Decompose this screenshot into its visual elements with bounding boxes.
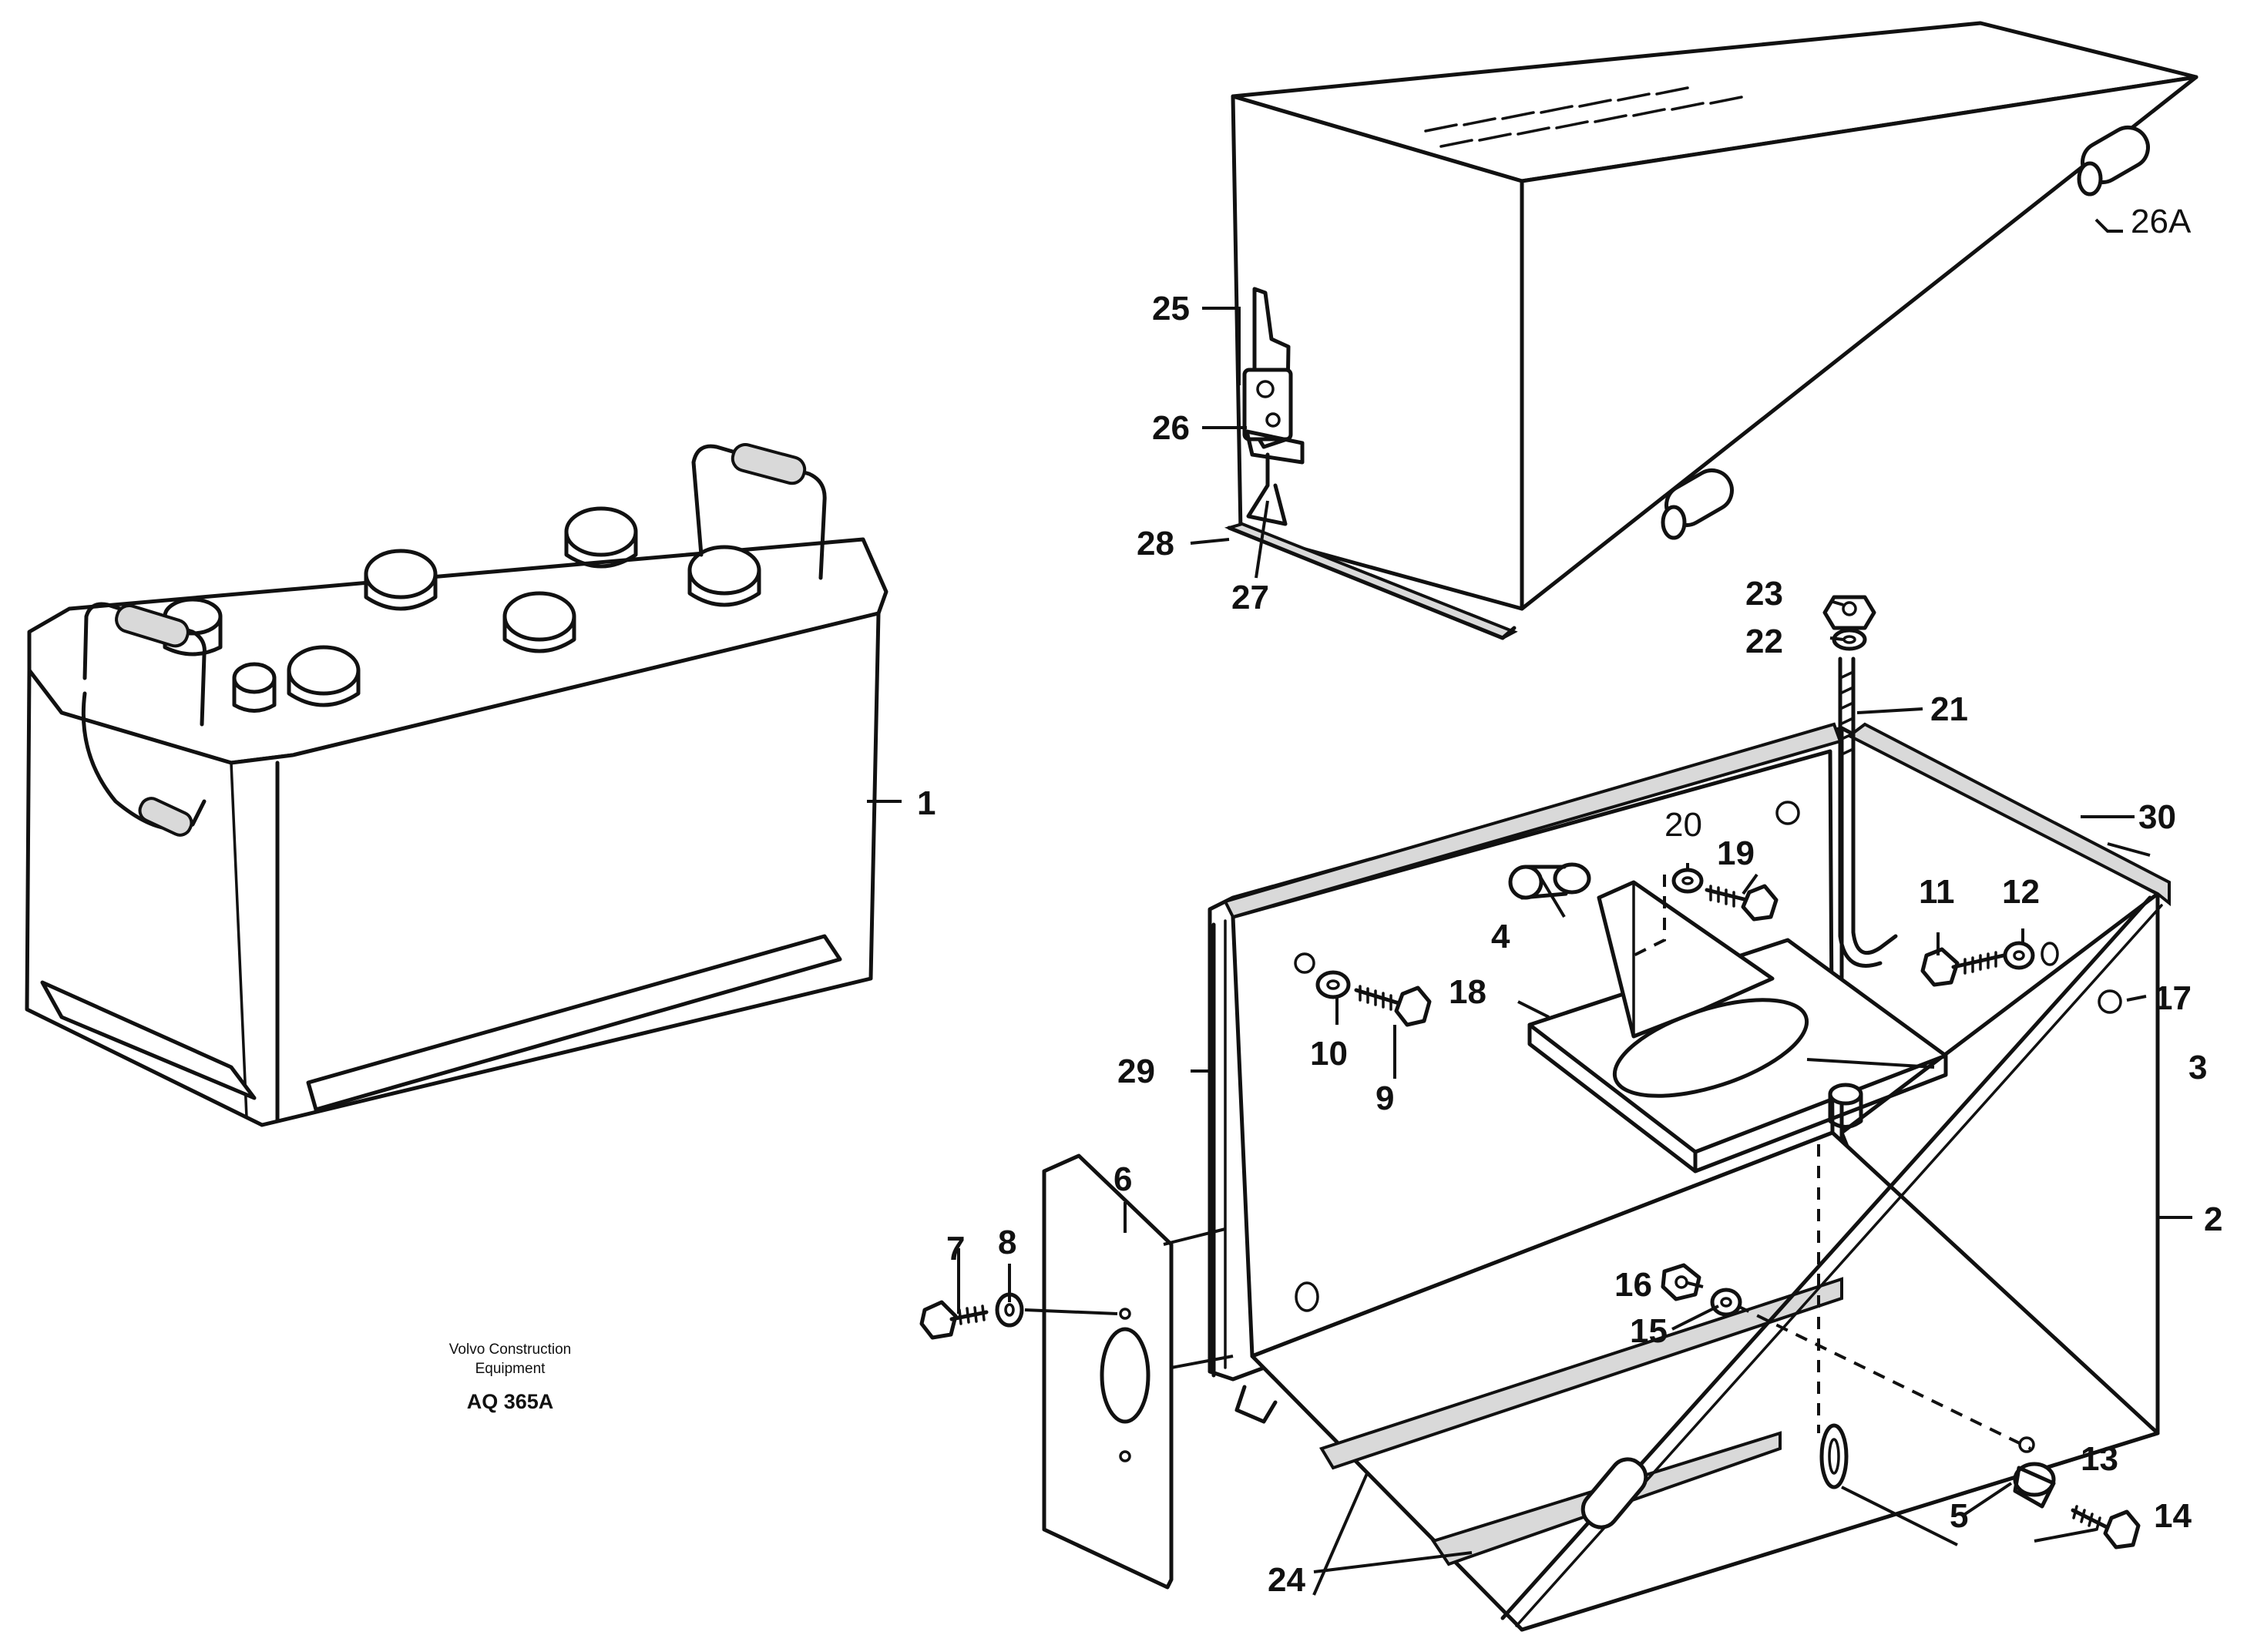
callout-13: 13 <box>2081 1440 2118 1478</box>
callout-11: 11 <box>1919 873 1955 911</box>
battery-cap <box>287 645 361 707</box>
bolt-9 <box>1354 985 1432 1027</box>
leader-lines <box>867 218 2192 1596</box>
nut-16 <box>1661 1263 1701 1301</box>
callout-9: 9 <box>1376 1080 1394 1117</box>
slot-5 <box>1817 1144 1849 1489</box>
spacer-13 <box>2013 1462 2056 1509</box>
washer-20 <box>1671 868 1704 894</box>
washer-12 <box>2003 941 2059 970</box>
callout-29: 29 <box>1117 1053 1155 1090</box>
battery-cap <box>364 549 438 611</box>
bolt-7 <box>919 1300 989 1340</box>
callout-17: 17 <box>2154 979 2192 1017</box>
bolt-19 <box>1705 884 1779 922</box>
callout-25: 25 <box>1152 290 1190 327</box>
bolt-14 <box>2071 1505 2141 1550</box>
spacer-4 <box>1508 862 1591 900</box>
callout-7: 7 <box>946 1230 965 1268</box>
callout-23: 23 <box>1745 575 1783 613</box>
callout-26: 26 <box>1152 409 1190 447</box>
callout-5: 5 <box>1950 1497 1968 1535</box>
hold-down-rod <box>1838 656 1898 968</box>
battery-terminal <box>232 662 277 713</box>
callout-1: 1 <box>917 784 935 822</box>
callout-24: 24 <box>1268 1561 1305 1599</box>
callout-16: 16 <box>1614 1266 1652 1304</box>
brand-block: Volvo Construction Equipment AQ 365A <box>449 1341 571 1413</box>
callout-19: 19 <box>1717 834 1755 872</box>
lid-latch <box>1242 287 1305 526</box>
bracket-plate <box>1527 880 1948 1174</box>
side-plate <box>1042 1153 1174 1590</box>
washer-10 <box>1315 970 1351 999</box>
battery-drawing <box>25 443 888 1127</box>
callout-2: 2 <box>2204 1200 2222 1238</box>
strap-rubber-sleeve <box>1580 1457 1648 1529</box>
brand-line-2: Equipment <box>475 1361 546 1377</box>
callout-14: 14 <box>2154 1497 2192 1535</box>
callout-3: 3 <box>2188 1049 2207 1086</box>
lid-hinge-pin <box>1661 468 1734 540</box>
battery-handle-grip <box>115 603 190 648</box>
battery-cap <box>564 506 638 569</box>
callout-labels: 1 2 3 4 5 6 7 8 9 10 11 12 13 14 15 16 1… <box>917 203 2222 1599</box>
nut <box>1822 595 1876 630</box>
brand-line-1: Volvo Construction <box>449 1341 571 1358</box>
callout-28: 28 <box>1137 525 1174 562</box>
battery-handle-grip <box>731 443 807 485</box>
battery-cap <box>687 545 761 607</box>
callout-26a: 26A <box>2131 203 2192 240</box>
callout-15: 15 <box>1630 1312 1668 1350</box>
callout-27: 27 <box>1231 579 1269 616</box>
drawing-code: AQ 365A <box>467 1390 554 1413</box>
callout-10: 10 <box>1310 1035 1348 1073</box>
callout-20: 20 <box>1664 806 1702 844</box>
callout-8: 8 <box>998 1224 1016 1261</box>
spacer-sleeve <box>1828 1083 1863 1129</box>
callout-18: 18 <box>1449 973 1486 1011</box>
callout-12: 12 <box>2002 873 2040 911</box>
callout-6: 6 <box>1114 1160 1132 1198</box>
battery-cap <box>502 591 576 653</box>
washer-15 <box>1710 1288 1742 1317</box>
battery-box-lid-drawing <box>1224 21 2198 640</box>
callout-4: 4 <box>1491 918 1510 955</box>
bolt-11 <box>1920 947 2006 987</box>
floor-pad <box>1318 1277 1843 1470</box>
lid-hinge-pin <box>2077 126 2150 196</box>
callout-21: 21 <box>1930 690 1968 728</box>
callout-30: 30 <box>2138 798 2176 836</box>
callout-22: 22 <box>1745 623 1783 660</box>
